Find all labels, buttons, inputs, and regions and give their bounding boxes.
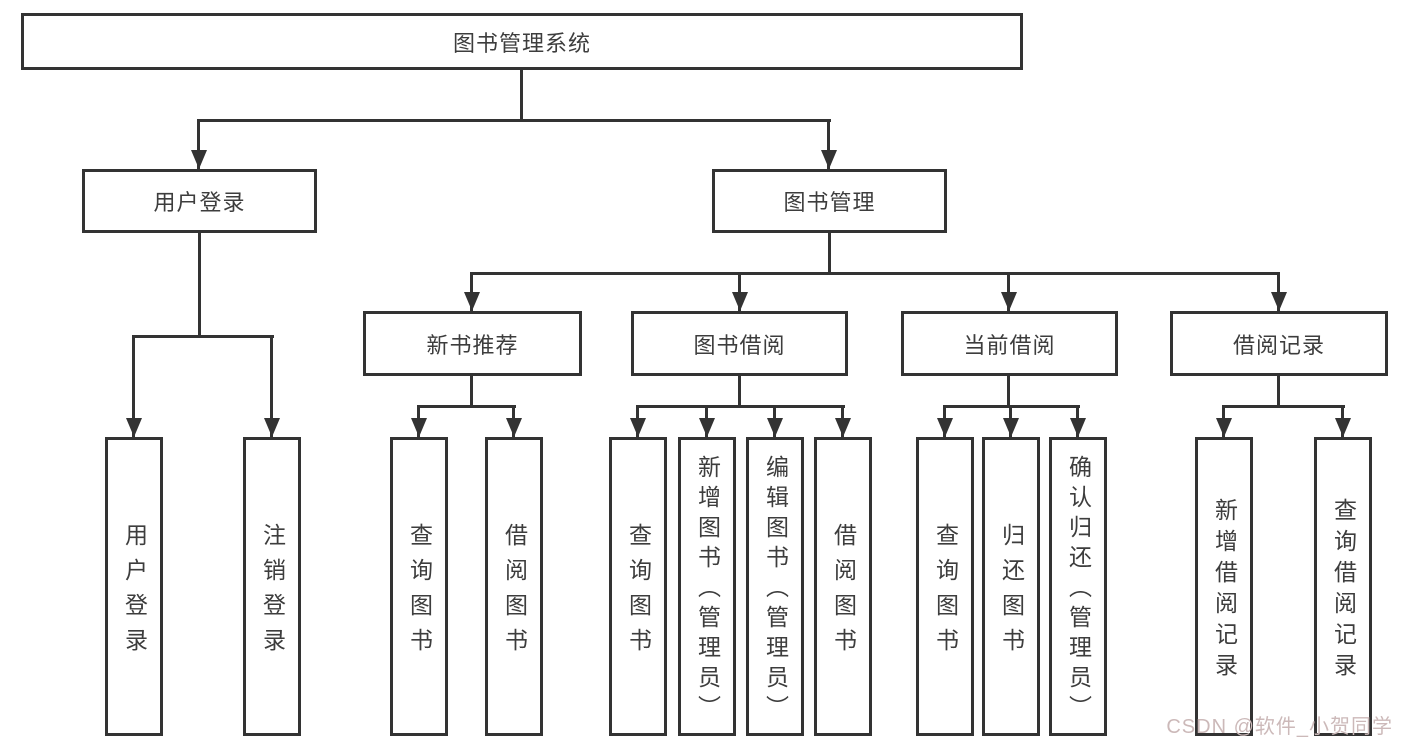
arrow-to-borrowing-records <box>1270 272 1287 311</box>
arrow-to-query-books-3 <box>936 405 953 437</box>
node-label: 新增借阅记录 <box>1211 497 1238 684</box>
node-label: 图书管理 <box>783 190 876 215</box>
arrow-to-query-books-1 <box>410 405 427 437</box>
arrow-to-return-books <box>1002 405 1019 437</box>
node-label: 当前借阅 <box>963 332 1056 358</box>
node-label: 图书管理系统 <box>452 30 591 56</box>
arrow-to-borrow-books-1 <box>505 405 522 437</box>
arrow-to-book-management <box>820 119 837 169</box>
node-current-borrowing: 当前借阅 <box>901 311 1118 376</box>
leaf-query-books-2: 查询图书 <box>609 437 667 736</box>
leaf-borrow-books-2: 借阅图书 <box>814 437 872 736</box>
connector-root-stem <box>520 70 523 120</box>
node-label: 查询图书 <box>406 522 433 663</box>
node-label: 借阅记录 <box>1232 332 1325 358</box>
arrow-to-confirm-return <box>1069 405 1086 437</box>
leaf-query-borrow-record: 查询借阅记录 <box>1314 437 1372 736</box>
arrow-to-add-books <box>698 405 715 437</box>
node-book-management: 图书管理 <box>712 169 947 233</box>
node-new-book-recommend: 新书推荐 <box>363 311 582 376</box>
node-borrowing-records: 借阅记录 <box>1170 311 1388 376</box>
leaf-user-login: 用户登录 <box>105 437 163 736</box>
leaf-edit-books-admin: 编辑图书（管理员） <box>746 437 804 736</box>
leaf-add-books-admin: 新增图书（管理员） <box>678 437 736 736</box>
leaf-query-books-3: 查询图书 <box>916 437 974 736</box>
arrow-to-borrow-books-2 <box>834 405 851 437</box>
node-label: 图书借阅 <box>693 332 786 358</box>
connector-root-rail <box>198 119 831 122</box>
leaf-confirm-return-admin: 确认归还（管理员） <box>1049 437 1107 736</box>
node-label: 查询图书 <box>932 522 959 663</box>
arrow-to-book-borrowing <box>731 272 748 311</box>
arrow-to-edit-books <box>766 405 783 437</box>
arrow-to-query-books-2 <box>629 405 646 437</box>
connector-user-login-rail <box>134 335 274 338</box>
connector-new-book-stem <box>470 376 473 406</box>
connector-borrowing-records-stem <box>1277 376 1280 406</box>
node-label: 借阅图书 <box>501 522 528 663</box>
node-label: 确认归还（管理员） <box>1065 455 1092 725</box>
leaf-add-borrow-record: 新增借阅记录 <box>1195 437 1253 736</box>
node-label: 用户登录 <box>153 190 246 215</box>
arrow-to-add-borrow-record <box>1215 405 1232 437</box>
connector-book-borrowing-stem <box>738 376 741 406</box>
connector-new-book-rail <box>419 405 516 408</box>
node-label: 编辑图书（管理员） <box>762 455 789 725</box>
node-label: 新书推荐 <box>426 332 519 358</box>
node-label: 查询图书 <box>625 522 652 663</box>
node-label: 新增图书（管理员） <box>694 455 721 725</box>
watermark: CSDN @软件_小贺同学 <box>1166 716 1393 738</box>
arrow-to-user-login <box>190 119 207 169</box>
node-label: 查询借阅记录 <box>1330 497 1357 684</box>
connector-user-login-stem <box>198 233 201 336</box>
connector-current-borrowing-stem <box>1007 376 1010 406</box>
node-label: 用户登录 <box>121 522 148 663</box>
node-label: 归还图书 <box>998 522 1025 663</box>
arrow-to-leaf-user-login <box>125 335 142 437</box>
node-label: 注销登录 <box>259 522 286 663</box>
leaf-logout: 注销登录 <box>243 437 301 736</box>
leaf-return-books: 归还图书 <box>982 437 1040 736</box>
node-label: 借阅图书 <box>830 522 857 663</box>
connector-book-management-rail <box>472 272 1280 275</box>
arrow-to-current-borrowing <box>1000 272 1017 311</box>
node-library-system: 图书管理系统 <box>21 13 1023 70</box>
connector-book-borrowing-rail <box>637 405 845 408</box>
connector-current-borrowing-rail <box>944 405 1080 408</box>
arrow-to-leaf-logout <box>263 335 280 437</box>
node-book-borrowing: 图书借阅 <box>631 311 848 376</box>
connector-borrowing-records-rail <box>1223 405 1345 408</box>
leaf-query-books-1: 查询图书 <box>390 437 448 736</box>
leaf-borrow-books-1: 借阅图书 <box>485 437 543 736</box>
connector-book-management-stem <box>828 233 831 273</box>
arrow-to-query-borrow-record <box>1334 405 1351 437</box>
node-user-login: 用户登录 <box>82 169 317 233</box>
arrow-to-new-book-recommend <box>463 272 480 311</box>
